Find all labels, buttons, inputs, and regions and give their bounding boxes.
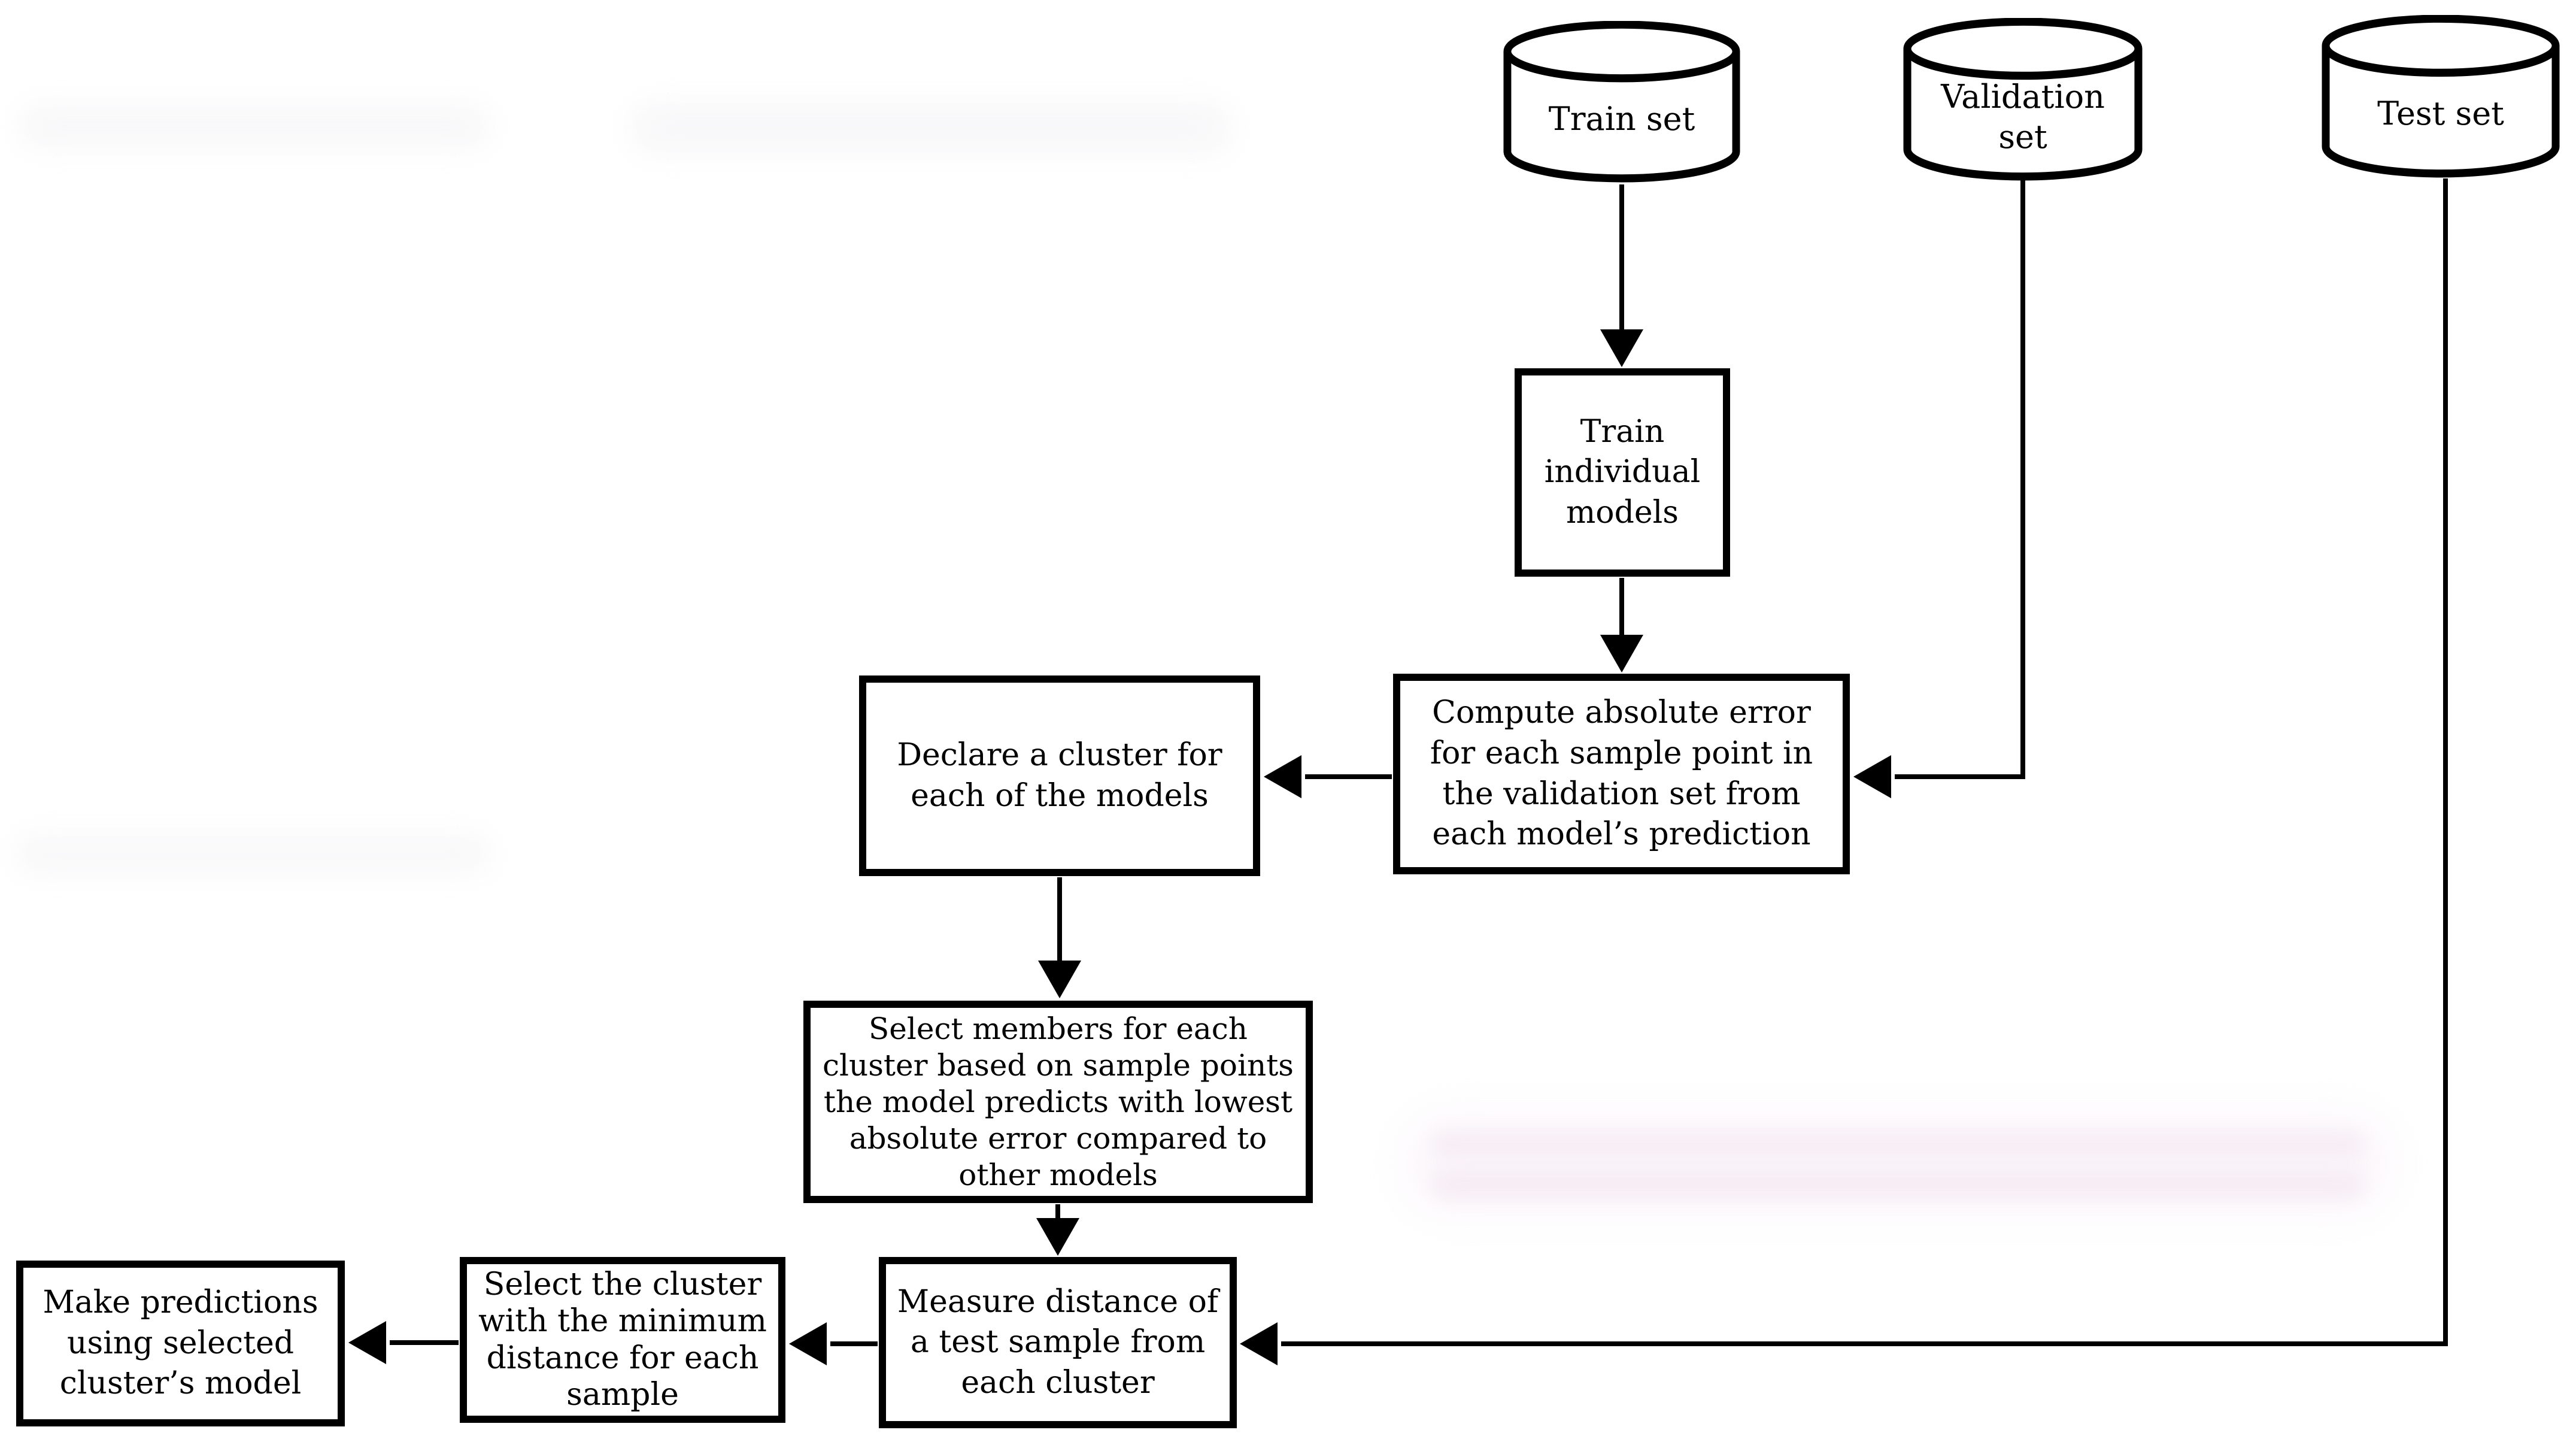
arrowhead-train-set-to-train-models (1600, 329, 1643, 367)
arrow-test-to-measure (1281, 178, 2448, 1346)
step-select-members: Select members for each cluster based on… (803, 1001, 1313, 1203)
arrowhead-clustermin-to-predictions (348, 1321, 386, 1364)
arrowhead-members-to-measure (1036, 1218, 1079, 1256)
step-label: Compute absolute error for each sample p… (1430, 695, 1813, 853)
arrowhead-train-models-to-compute (1600, 635, 1643, 672)
datastore-validation-set: Validation set (1903, 18, 2143, 181)
arrowhead-compute-to-declare (1264, 755, 1301, 798)
database-icon (1503, 21, 1740, 183)
step-label: Select members for each cluster based on… (823, 1011, 1294, 1192)
step-label: Make predictions using selected cluster’… (43, 1285, 318, 1402)
datastore-train-set: Train set (1503, 21, 1741, 183)
step-select-cluster-min: Select the cluster with the minimum dist… (460, 1257, 785, 1423)
step-label: Declare a cluster for each of the models (897, 737, 1222, 814)
arrowhead-test-to-measure (1240, 1322, 1278, 1365)
database-icon (1903, 18, 2143, 181)
step-make-predictions: Make predictions using selected cluster’… (16, 1261, 345, 1426)
step-label: Train individual models (1544, 413, 1701, 531)
datastore-test-set: Test set (2321, 15, 2560, 178)
step-train-individual-models: Train individual models (1515, 368, 1730, 577)
arrowhead-declare-to-members (1038, 961, 1081, 998)
datastore-label: Test set (2377, 95, 2504, 133)
step-compute-absolute-error: Compute absolute error for each sample p… (1393, 674, 1850, 874)
arrow-validation-to-compute (1895, 180, 2025, 779)
step-declare-cluster: Declare a cluster for each of the models (859, 675, 1260, 876)
arrowhead-validation-to-compute (1853, 755, 1891, 798)
database-icon (2322, 15, 2560, 178)
datastore-label: Train set (1548, 100, 1695, 138)
datastore-label: Validation set (1941, 77, 2105, 156)
step-measure-distance: Measure distance of a test sample from e… (879, 1257, 1237, 1428)
step-label: Select the cluster with the minimum dist… (478, 1266, 767, 1413)
step-label: Measure distance of a test sample from e… (897, 1283, 1219, 1401)
arrowhead-measure-to-clustermin (789, 1322, 827, 1365)
